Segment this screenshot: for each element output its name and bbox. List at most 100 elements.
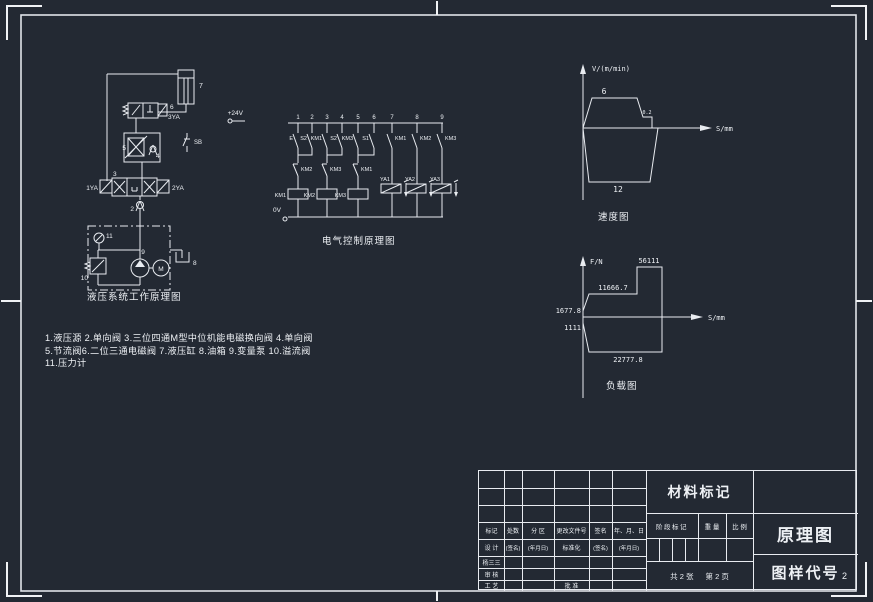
svg-text:KM1: KM1 <box>395 136 406 142</box>
plus24v-terminal <box>227 118 233 124</box>
tb-line <box>479 539 646 540</box>
tb-line <box>479 556 646 557</box>
label-motor-m: M <box>158 266 163 273</box>
legend-line-3: 11.压力计 <box>45 358 87 369</box>
tb-rev-header: 分 区 <box>531 529 545 535</box>
tb-line <box>479 522 646 523</box>
hydraulic-schematic: 7 6 3YA 5 4 <box>81 69 203 303</box>
tb-line <box>612 471 613 591</box>
tb-line <box>646 513 753 514</box>
pressure-gauge <box>93 232 105 244</box>
svg-text:KM2: KM2 <box>301 167 312 173</box>
tb-line <box>646 561 753 562</box>
hydraulic-caption: 液压系统工作原理图 <box>87 291 182 303</box>
motor-symbol <box>152 259 170 277</box>
contactor-coils: KM1 KM2 KM3 <box>275 176 369 217</box>
tb-rev-header: 处数 <box>506 529 519 535</box>
label-throttle-5: 5 <box>122 145 126 152</box>
tb-drawing-title: 原理图 <box>777 526 834 545</box>
svg-text:YA1: YA1 <box>380 177 390 183</box>
speed-value-return: 12 <box>613 185 623 194</box>
load-value-peak: 56111 <box>638 257 659 265</box>
svg-text:S2: S2 <box>300 136 307 142</box>
tb-sheet-total: 共 2 张 <box>670 571 694 581</box>
top-contacts-symbols <box>292 123 443 149</box>
label-sb: SB <box>194 140 202 146</box>
load-value-return-start: 1111 <box>564 324 581 332</box>
svg-text:9: 9 <box>440 115 444 121</box>
load-value-feed: 11666.7 <box>598 284 628 292</box>
svg-text:6: 6 <box>372 115 376 121</box>
tb-line <box>753 471 754 591</box>
load-ylabel: F/N <box>590 258 603 266</box>
valve3-solenoid-left <box>99 179 113 194</box>
speed-xlabel: S/mm <box>716 125 733 133</box>
valve3-solenoid-right <box>156 179 170 194</box>
electrical-schematic: +24V 0V 1 2 3 4 5 6 7 8 9 E S2 KM1 S2 KM… <box>227 110 459 247</box>
tb-line <box>479 488 646 489</box>
corner-mark-bottom-right <box>831 562 867 597</box>
speed-return-profile <box>582 127 659 183</box>
tb-scale: 比 例 <box>732 523 747 531</box>
svg-text:8: 8 <box>415 115 419 121</box>
tb-line <box>504 471 505 591</box>
tank-symbol: 8 <box>175 252 197 267</box>
speed-diagram: V/(m/min) S/mm 6 0.2 12 速度图 <box>580 64 733 223</box>
throttle-check-unit: 5 4 <box>122 132 161 163</box>
svg-text:2: 2 <box>310 115 314 121</box>
corner-mark-bottom-left <box>6 562 42 597</box>
svg-text:4: 4 <box>340 115 344 121</box>
tb-sign-header: (签名) <box>593 545 608 552</box>
label-valve-6: 6 <box>170 104 174 111</box>
svg-text:1: 1 <box>296 115 300 121</box>
load-value-start: 1677.8 <box>556 307 581 315</box>
tb-line <box>646 538 753 539</box>
speed-value-feed: 0.2 <box>642 110 651 116</box>
label-gauge-11: 11 <box>106 233 113 240</box>
tb-process: 工 艺 <box>484 584 499 590</box>
label-tank-8: 8 <box>193 260 197 267</box>
load-xlabel: S/mm <box>708 314 725 322</box>
tb-line <box>753 554 858 555</box>
label-2ya: 2YA <box>172 185 184 192</box>
tb-line <box>659 538 660 561</box>
svg-text:KM3: KM3 <box>445 136 456 142</box>
label-0v: 0V <box>273 207 282 214</box>
valve6-spring <box>121 104 130 116</box>
tb-designer-name: 杨三三 <box>482 560 501 567</box>
svg-text:5: 5 <box>356 115 360 121</box>
tb-line <box>479 505 646 506</box>
valve6-solenoid <box>157 103 168 117</box>
svg-text:KM3: KM3 <box>342 136 353 142</box>
tb-weight: 重 量 <box>704 523 720 531</box>
svg-text:S1: S1 <box>362 136 369 142</box>
svg-text:KM1: KM1 <box>275 193 286 199</box>
tb-line <box>522 471 523 591</box>
label-pump-9: 9 <box>141 249 145 256</box>
svg-text:KM2: KM2 <box>420 136 431 142</box>
tb-line <box>685 538 686 561</box>
solenoid-adjust-arrows <box>403 179 459 194</box>
tb-drawing-code: 图样代号 <box>771 565 840 582</box>
speed-ylabel: V/(m/min) <box>592 65 630 73</box>
tb-sign-header: (年月日) <box>527 545 549 552</box>
tb-line <box>479 580 646 581</box>
tb-line <box>726 513 727 561</box>
label-valve-3: 3 <box>113 171 117 178</box>
label-check-4: 4 <box>156 153 160 160</box>
tb-approve: 批 准 <box>564 584 579 590</box>
tb-sign-header: 设 计 <box>484 546 499 552</box>
svg-text:KM3: KM3 <box>335 193 346 199</box>
page-number: 2 <box>842 571 848 581</box>
legend-line-1: 1.液压源 2.单向阀 3.三位四通M型中位机能电磁换向阀 4.单向阀 <box>45 333 313 343</box>
tb-line <box>646 471 647 591</box>
svg-text:S2: S2 <box>330 136 337 142</box>
sb-button-symbol: SB <box>182 133 202 152</box>
load-caption: 负载图 <box>606 380 638 392</box>
interlock-labels: KM2 KM3 KM1 <box>301 167 372 173</box>
tb-line <box>698 513 699 561</box>
